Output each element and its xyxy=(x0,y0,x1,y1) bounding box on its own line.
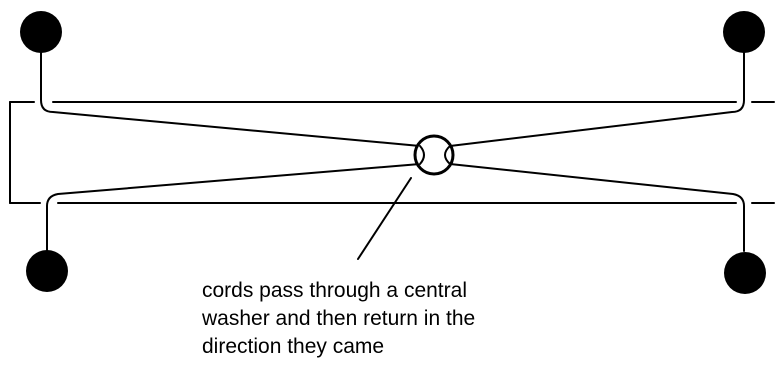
caption-line: washer and then return in the xyxy=(202,307,476,330)
caption-line: cords pass through a central xyxy=(202,279,467,302)
weight-ball-top-right xyxy=(723,11,765,53)
central-washer xyxy=(413,134,455,176)
pointer-line xyxy=(357,177,412,260)
cord-top-left xyxy=(40,51,429,156)
frame-rectangle xyxy=(9,101,775,204)
weight-ball-bottom-right xyxy=(724,252,766,294)
caption-line: direction they came xyxy=(202,335,385,358)
washer-cord-arc-left xyxy=(419,145,425,165)
weight-ball-bottom-left xyxy=(26,250,68,292)
caption: cords pass through a central washer and … xyxy=(202,277,475,361)
weight-ball-top-left xyxy=(20,11,62,53)
cord-top-right xyxy=(439,51,745,156)
washer-cord-arc-right xyxy=(444,145,451,165)
